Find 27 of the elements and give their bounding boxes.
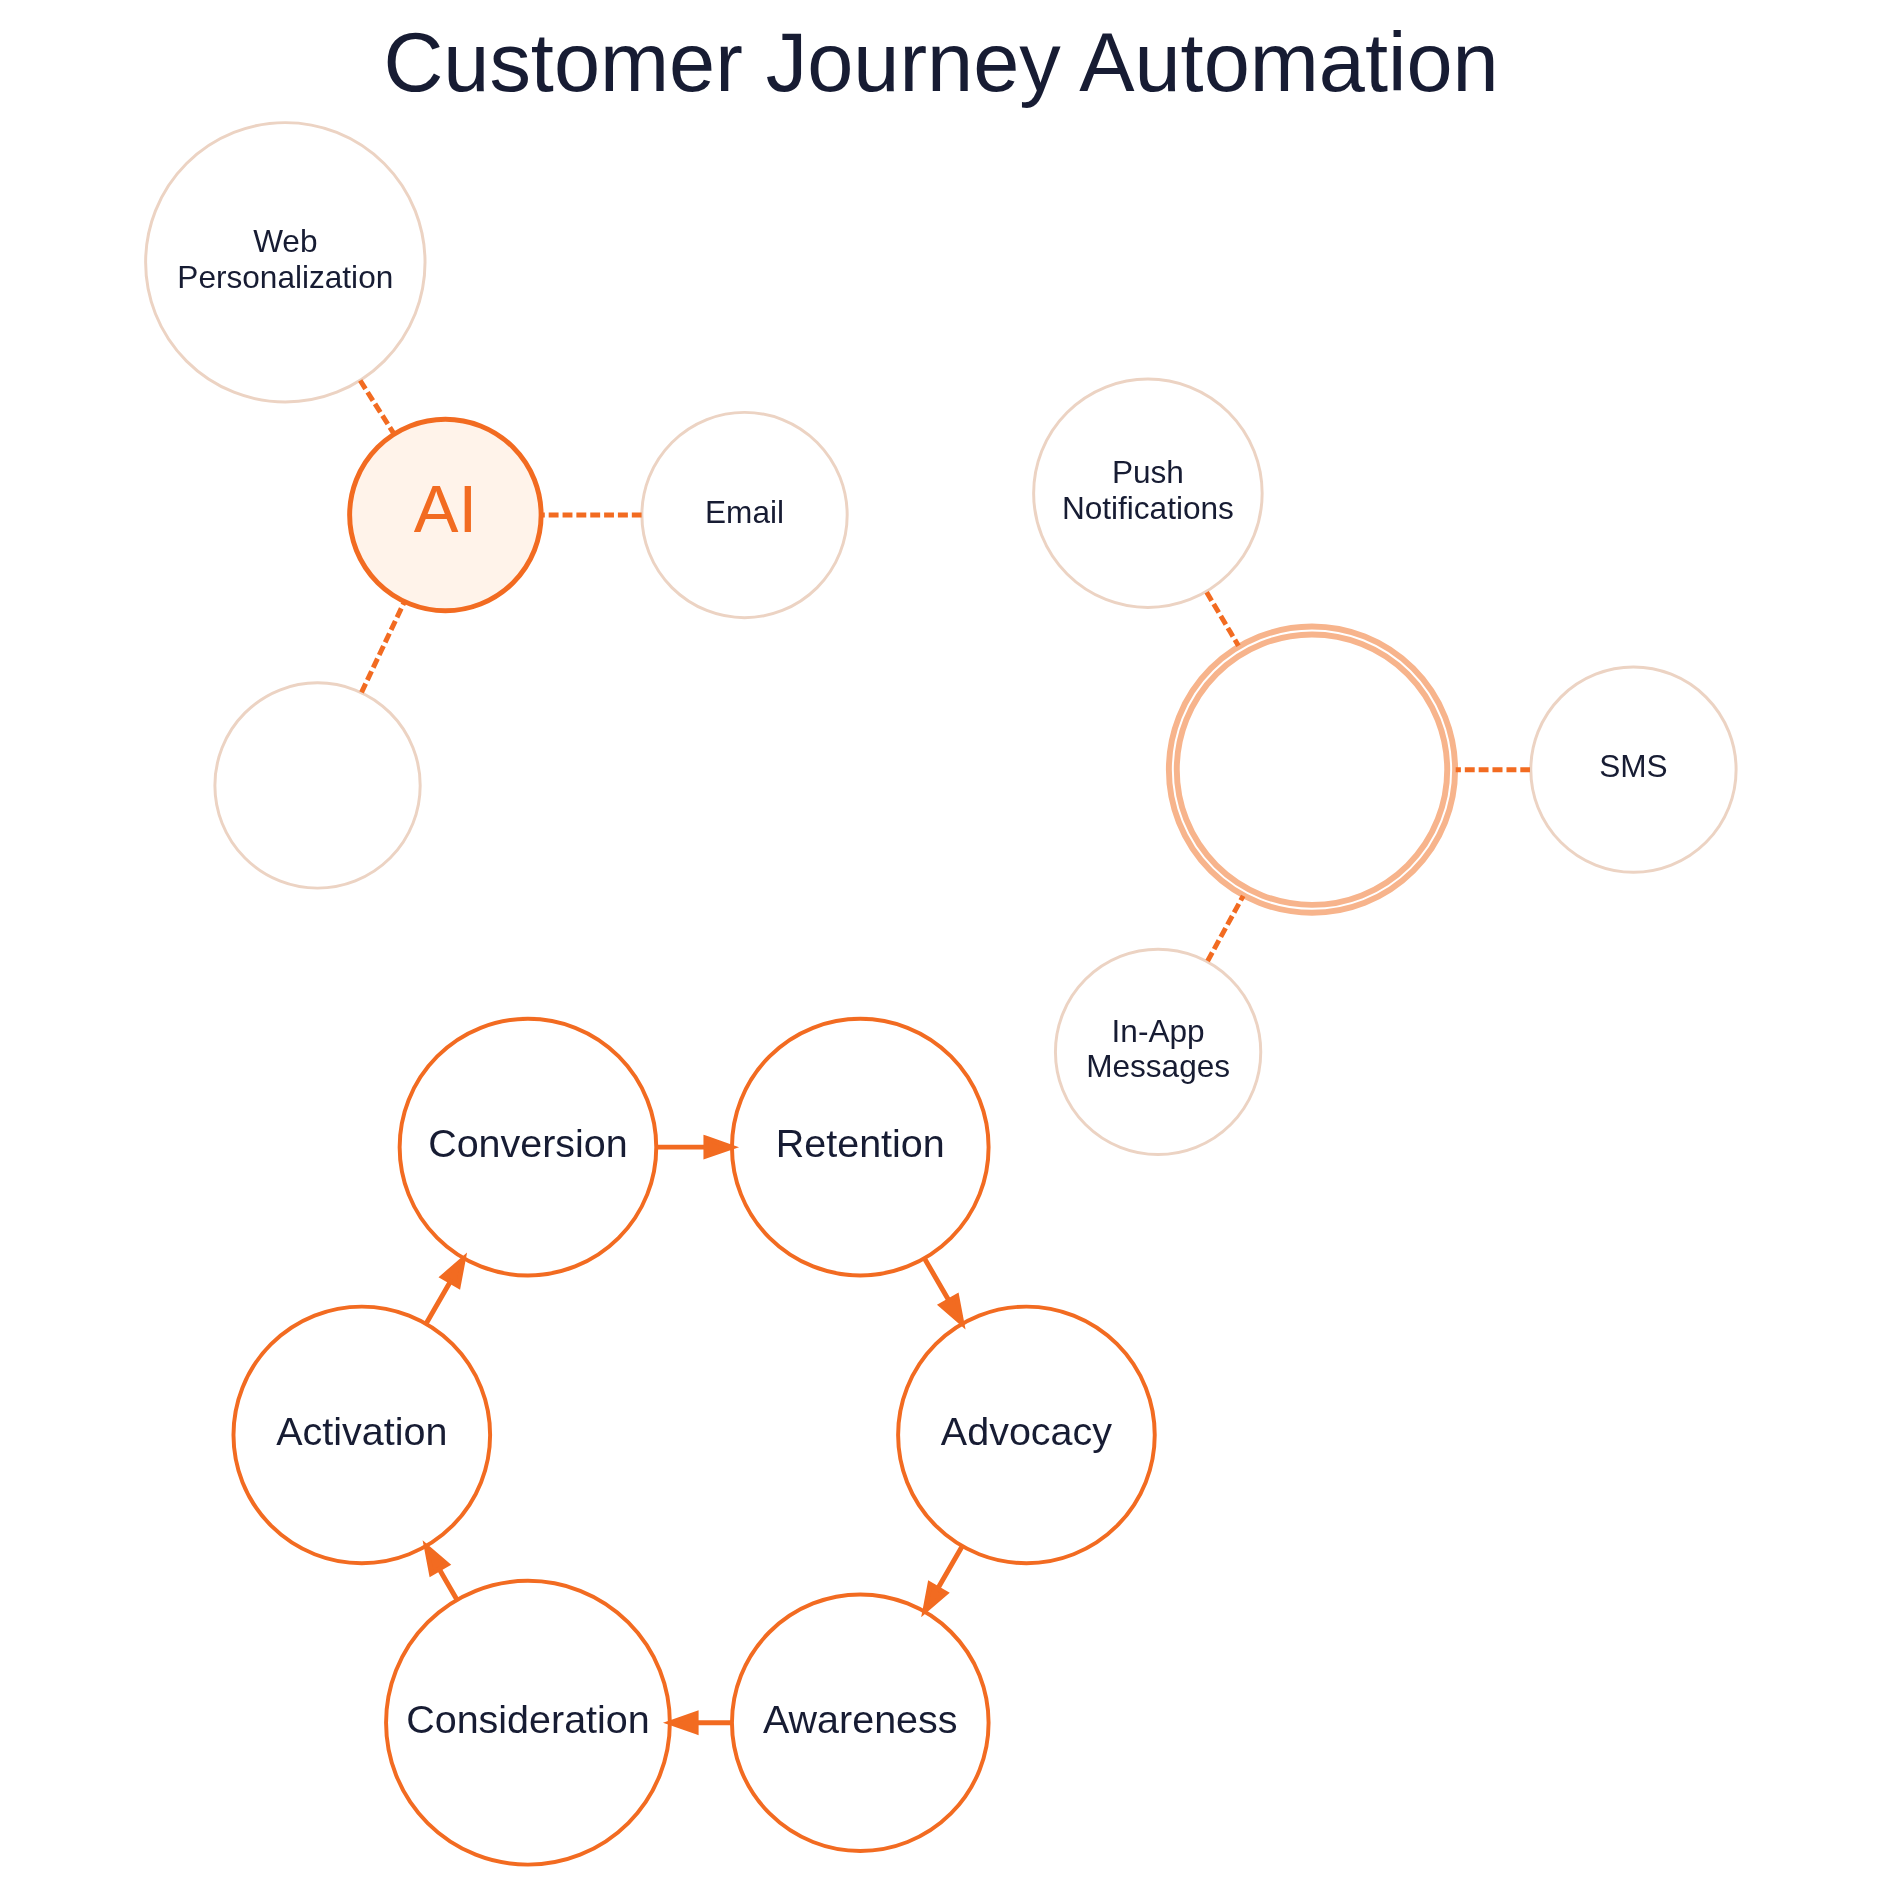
node-circle: SMS [1528,665,1738,874]
arrow [921,1257,966,1330]
connector [357,379,396,435]
connector [1204,894,1245,963]
node-circle: Awareness [729,1592,991,1853]
node-circle: Push Notifications [1031,377,1264,609]
node-person [1165,623,1458,916]
node-circle: Web Personalization [143,121,426,404]
node-circle: Conversion [397,1016,658,1278]
connector [1204,591,1241,648]
diagram-title: Customer Journey Automation [382,15,1499,109]
node-circle: AI [346,416,544,614]
connector [358,600,407,694]
connector [541,512,642,518]
connector [1455,767,1530,773]
arrow [422,1540,459,1601]
node-circle [212,681,422,890]
node-circle: Consideration [383,1578,672,1867]
node-circle: Retention [729,1016,991,1278]
node-circle: In-App Messages [1053,947,1262,1157]
node-circle: Activation [231,1304,492,1566]
node-circle: Advocacy [895,1304,1157,1566]
arrow [920,1544,964,1618]
arrow [655,1134,739,1160]
node-circle: Email [639,410,849,620]
arrow [423,1252,467,1325]
arrow [662,1710,732,1736]
